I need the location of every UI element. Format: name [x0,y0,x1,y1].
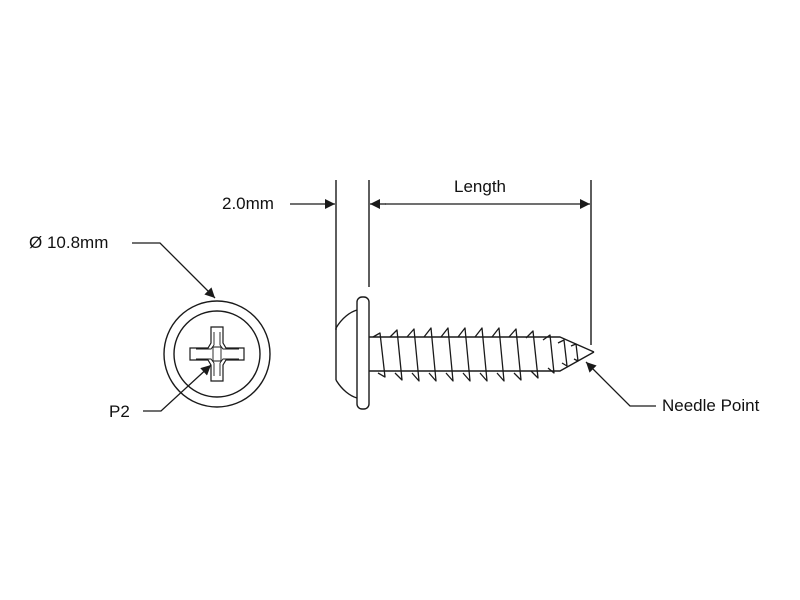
shank-bottom-edge [369,351,595,372]
needle-point-label: Needle Point [662,396,760,415]
phillips-recess-facets [196,332,239,376]
head-diameter-label: Ø 10.8mm [29,233,108,252]
head-inner-circle [173,310,261,398]
washer-flange [356,296,370,410]
length-label: Length [454,177,506,196]
drive-leader [143,364,212,412]
washer-head [335,309,358,329]
screw-side-view [335,296,595,410]
phillips-recess-icon [189,326,245,382]
diameter-leader [132,242,216,299]
screw-threads [372,327,579,382]
washer-thickness-label: 2.0mm [222,194,274,213]
head-outer-circle [163,300,271,408]
needle-point-leader [585,361,656,407]
shank-top-edge [369,336,595,353]
dimension-extension-lines [335,180,592,345]
screw-head-top-view [163,300,271,408]
drive-label: P2 [109,402,130,421]
